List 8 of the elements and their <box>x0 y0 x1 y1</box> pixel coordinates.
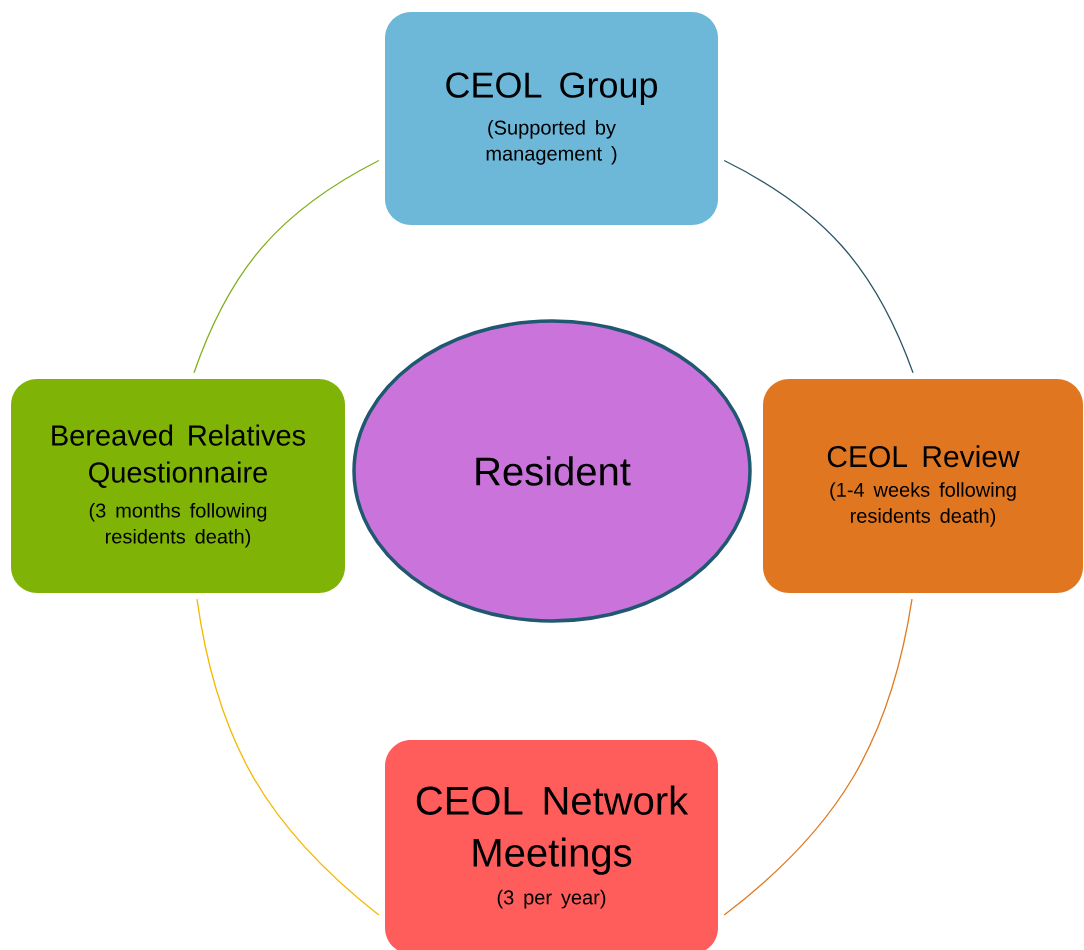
connector-arc <box>193 159 380 374</box>
connector-arc <box>196 598 380 916</box>
process-box: CEOL Review (1-4 weeks following residents death) <box>763 379 1083 593</box>
process-box: Bereaved Relatives Questionnaire (3 months following residents death) <box>11 379 345 593</box>
connector-arc <box>723 598 913 916</box>
process-box: CEOL Network Meetings (3 per year) <box>385 740 718 950</box>
connector-arc <box>723 159 914 374</box>
process-box: CEOL Group (Supported by management ) <box>385 12 718 225</box>
